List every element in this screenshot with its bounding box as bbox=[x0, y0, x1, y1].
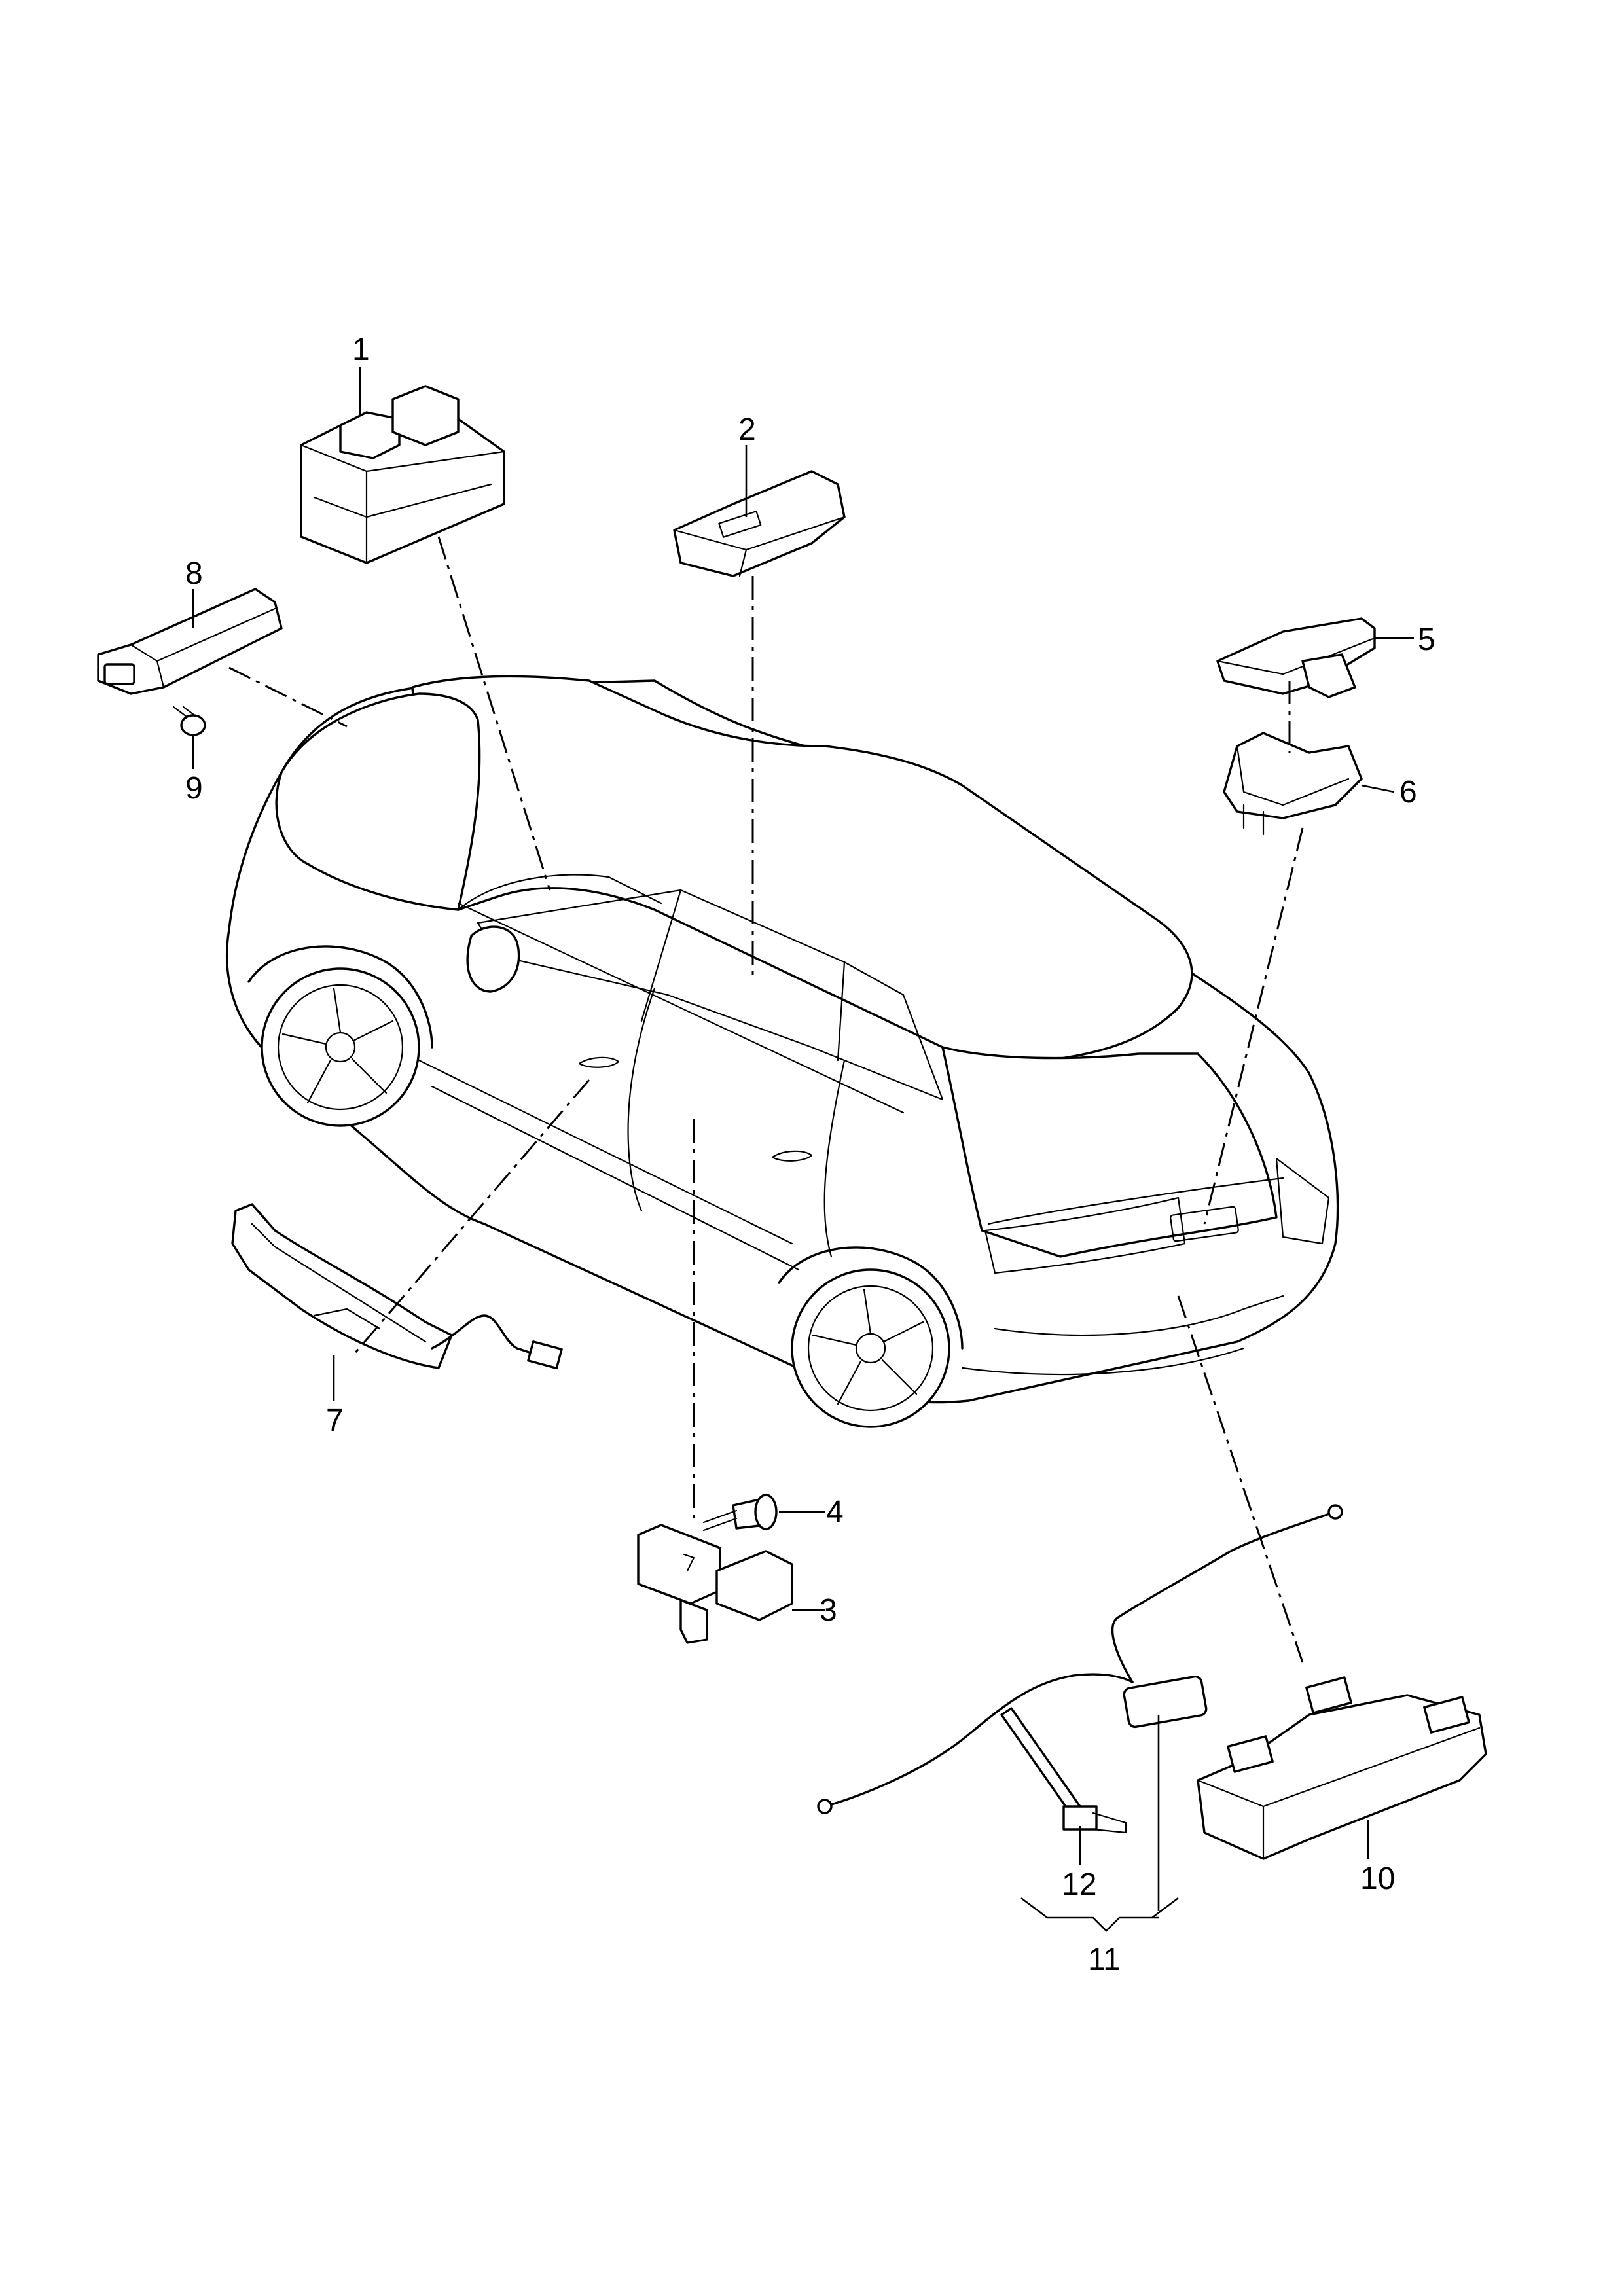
vehicle-suv bbox=[226, 675, 1339, 1428]
part-7-sensor-strip bbox=[231, 1203, 563, 1370]
callout-6: 6 bbox=[1399, 775, 1417, 810]
part-12-cable-tie bbox=[1000, 1707, 1127, 1834]
callout-5: 5 bbox=[1418, 622, 1435, 657]
part-9-screw bbox=[172, 706, 206, 736]
rear-wheel bbox=[778, 1246, 964, 1428]
part-3-bracket bbox=[637, 1524, 793, 1644]
part-5-antenna bbox=[1216, 617, 1376, 698]
callout-4: 4 bbox=[826, 1495, 844, 1530]
callout-11: 11 bbox=[1088, 1943, 1121, 1977]
part-1-control-unit bbox=[300, 385, 505, 564]
part-4-screw bbox=[702, 1494, 778, 1532]
callout-8: 8 bbox=[185, 556, 203, 591]
part-10-control-module bbox=[1197, 1676, 1487, 1860]
part-6-mount-plate bbox=[1223, 732, 1363, 836]
callout-2: 2 bbox=[738, 412, 756, 447]
callout-9: 9 bbox=[185, 771, 203, 806]
reference-lines bbox=[228, 536, 1304, 1663]
callout-12: 12 bbox=[1062, 1867, 1096, 1902]
callout-10: 10 bbox=[1360, 1861, 1395, 1896]
callouts: 1 2 3 4 5 6 7 8 9 10 11 12 bbox=[185, 332, 1435, 1977]
part-2-antenna-module bbox=[673, 470, 846, 577]
callout-1: 1 bbox=[352, 332, 370, 367]
part-8-sensor-module bbox=[97, 588, 283, 695]
callout-3: 3 bbox=[820, 1593, 837, 1628]
front-wheel bbox=[247, 945, 433, 1127]
part-11-cable-harness bbox=[817, 1504, 1343, 1814]
callout-7: 7 bbox=[326, 1403, 344, 1438]
